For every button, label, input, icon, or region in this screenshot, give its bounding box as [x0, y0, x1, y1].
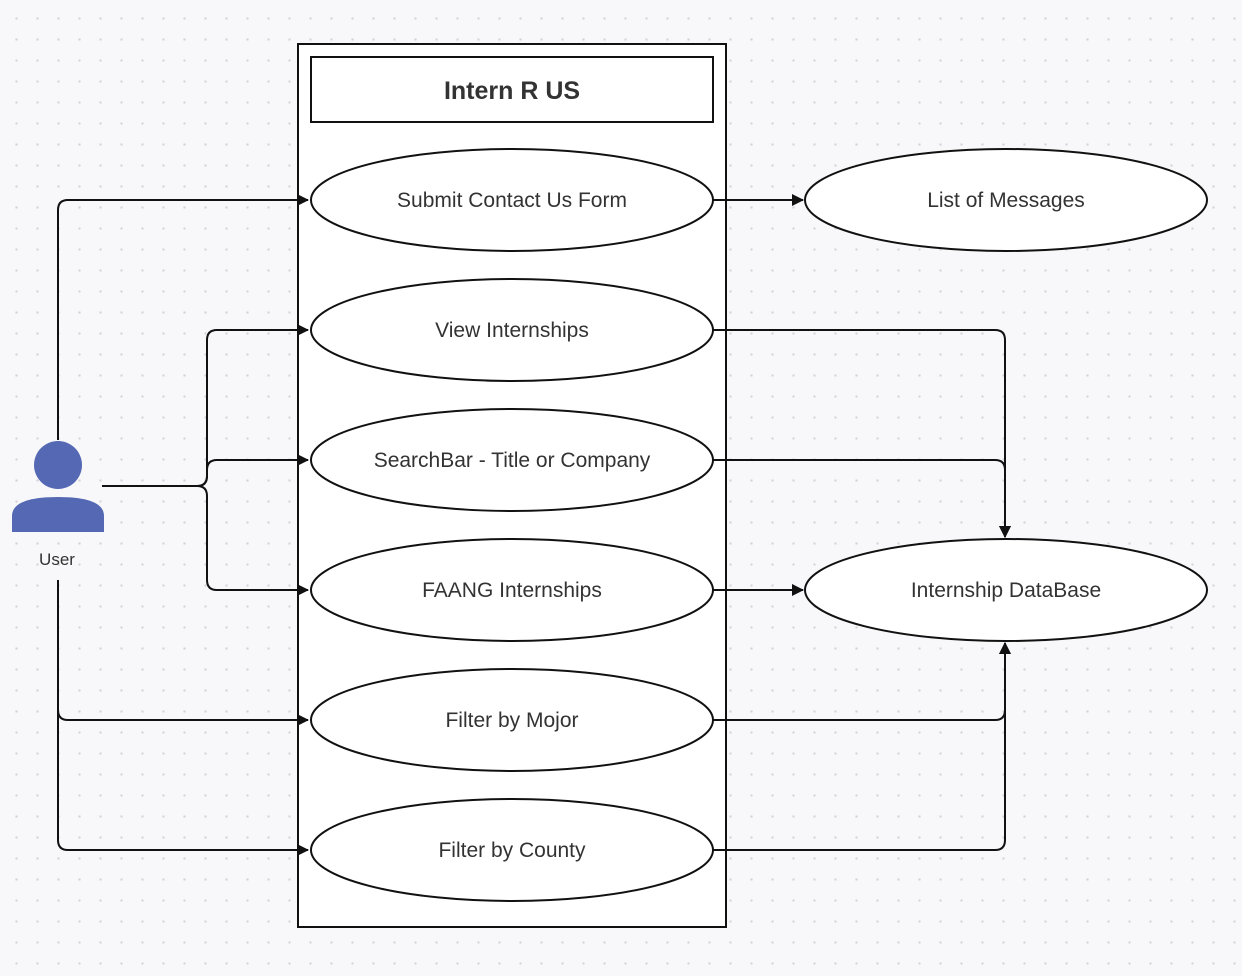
use-case-view[interactable]: View Internships — [310, 278, 714, 382]
use-case-faang[interactable]: FAANG Internships — [310, 538, 714, 642]
use-case-contact-label: Submit Contact Us Form — [397, 189, 627, 212]
external-messages-label: List of Messages — [927, 189, 1085, 212]
use-case-view-label: View Internships — [435, 319, 589, 342]
use-case-county-label: Filter by County — [438, 839, 586, 862]
system-title-box: Intern R US — [310, 56, 714, 123]
edge-user-search — [196, 454, 309, 487]
edge-user-contact — [57, 194, 309, 440]
connectors — [57, 194, 1011, 856]
external-messages[interactable]: List of Messages — [804, 148, 1208, 252]
use-case-search-label: SearchBar - Title or Company — [374, 449, 651, 472]
edge-view-database — [713, 329, 1011, 538]
user-icon — [12, 441, 104, 532]
edge-county-database — [713, 642, 1011, 851]
edge-user-county — [57, 700, 309, 856]
edge-user-faang — [196, 485, 309, 596]
edge-search-database — [713, 459, 1011, 538]
external-database[interactable]: Internship DataBase — [804, 538, 1208, 642]
external-database-label: Internship DataBase — [911, 579, 1101, 602]
use-case-faang-label: FAANG Internships — [422, 579, 602, 602]
edge-user-branch — [102, 324, 309, 487]
use-case-contact[interactable]: Submit Contact Us Form — [310, 148, 714, 252]
system-title: Intern R US — [444, 77, 580, 105]
actor-user[interactable]: User — [12, 441, 104, 569]
use-case-search[interactable]: SearchBar - Title or Company — [310, 408, 714, 512]
use-case-major[interactable]: Filter by Mojor — [310, 668, 714, 772]
use-case-county[interactable]: Filter by County — [310, 798, 714, 902]
actor-label: User — [39, 550, 75, 569]
use-case-major-label: Filter by Mojor — [445, 709, 578, 732]
edge-user-major — [57, 580, 309, 726]
edge-major-database — [713, 642, 1011, 721]
